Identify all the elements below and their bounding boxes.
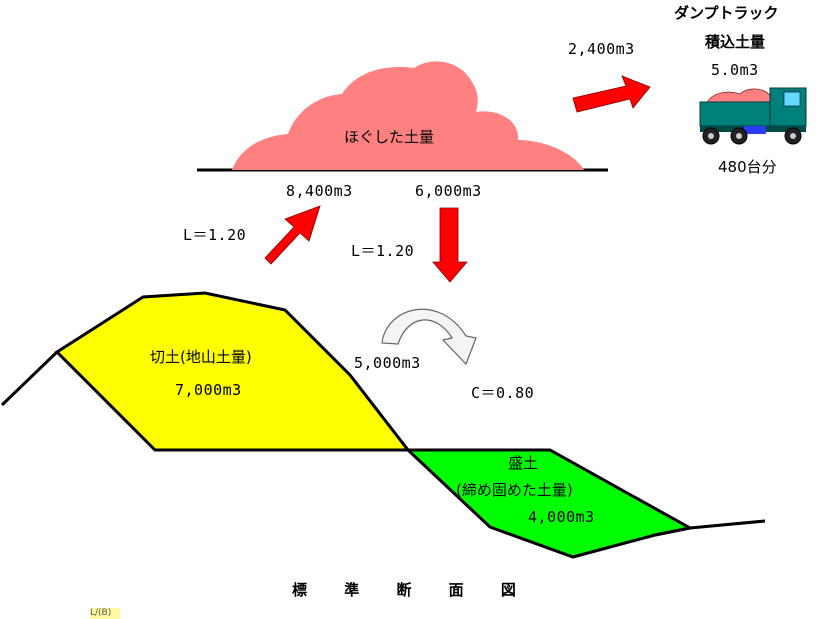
diagram-title: 標 準 断 面 図 (292, 581, 532, 599)
cut-soil-area (54, 291, 412, 452)
dump-truck-capacity: 5.0m3 (711, 61, 759, 79)
compaction-factor: C＝0.80 (471, 384, 535, 402)
compaction-curved-arrow (381, 308, 477, 366)
middle-volume: 5,000m3 (354, 354, 421, 372)
arrow-cut-to-loosened (264, 205, 321, 265)
arrow-to-dump-truck (572, 75, 651, 113)
dump-truck-icon (699, 87, 807, 145)
right-ground-line (654, 519, 766, 537)
loosened-soil-cloud (232, 61, 584, 170)
dump-truck-title: ダンプトラック (674, 4, 779, 22)
middle-loosening-factor: L＝1.20 (351, 242, 415, 260)
note-tab: L/(B) (90, 608, 120, 619)
fill-soil-sublabel: (締め固めた土量) (456, 481, 573, 499)
dump-truck-load-label: 積込土量 (705, 33, 766, 51)
loosened-soil-label: ほぐした土量 (344, 128, 435, 146)
cut-loosening-factor: L＝1.20 (183, 226, 247, 244)
loosened-left-volume: 8,400m3 (286, 182, 353, 200)
cut-soil-volume: 7,000m3 (175, 381, 242, 399)
dump-truck-count: 480台分 (718, 158, 777, 176)
to-truck-volume: 2,400m3 (568, 40, 635, 58)
arrow-loosened-to-fill (432, 207, 468, 283)
fill-soil-label: 盛土 (508, 454, 539, 472)
fill-soil-area (404, 448, 695, 559)
cut-soil-label: 切土(地山土量) (150, 348, 252, 366)
loosened-right-volume: 6,000m3 (415, 182, 482, 200)
left-ground-line (0, 350, 59, 407)
fill-soil-volume: 4,000m3 (528, 508, 595, 526)
